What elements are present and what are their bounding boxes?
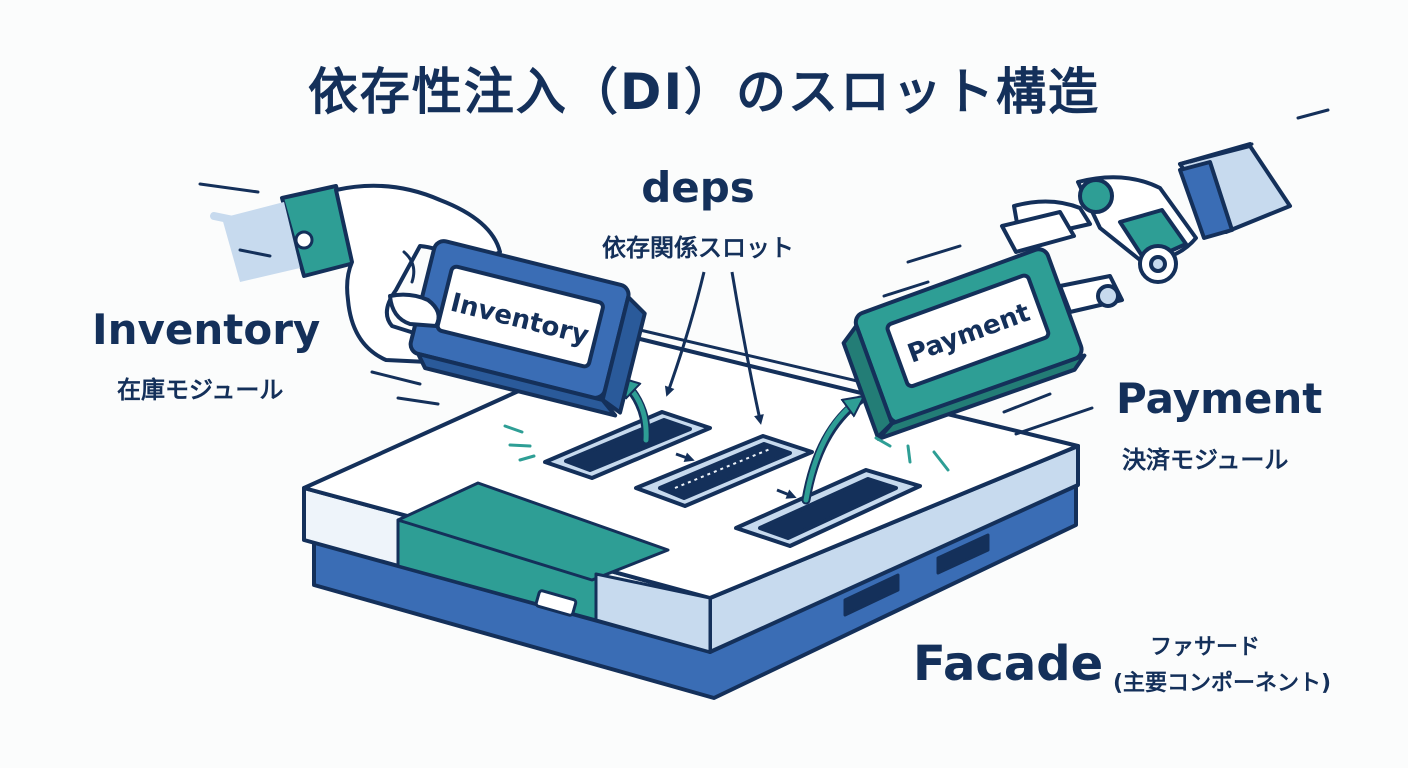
deps-subtitle: 依存関係スロット xyxy=(602,234,794,262)
robot-arm-icon xyxy=(1000,142,1292,314)
spark-lines-left xyxy=(503,424,536,462)
motion-lines-right xyxy=(882,108,1330,436)
deps-pointer-arrows xyxy=(664,271,764,425)
deps-label: deps xyxy=(641,163,755,212)
slot-flow-arrows xyxy=(675,452,797,499)
inventory-label: Inventory xyxy=(92,305,321,354)
human-thumb-icon xyxy=(388,292,441,328)
payment-cartridge: Payment xyxy=(841,247,1087,441)
inventory-cartridge: Inventory xyxy=(408,239,647,418)
slot-middle xyxy=(634,434,814,508)
motion-lines-left xyxy=(198,182,440,406)
spark-lines-right xyxy=(874,436,950,472)
page-title: 依存性注入（DI）のスロット構造 xyxy=(307,63,1101,121)
facade-subtitle-line1: ファサード xyxy=(1150,635,1261,660)
human-hand-icon xyxy=(222,183,502,364)
inventory-subtitle: 在庫モジュール xyxy=(117,376,284,404)
facade-subtitle-line2: (主要コンポーネント) xyxy=(1113,671,1332,696)
payment-label: Payment xyxy=(1116,374,1323,423)
facade-label: Facade xyxy=(913,636,1104,692)
slot-left xyxy=(543,410,712,480)
slot-right xyxy=(734,468,922,548)
payment-subtitle: 決済モジュール xyxy=(1122,446,1289,474)
